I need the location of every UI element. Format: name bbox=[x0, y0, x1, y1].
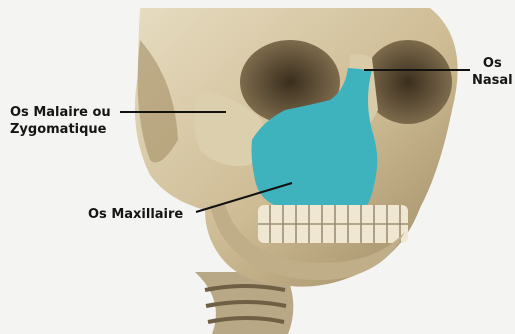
label-os-maxillaire: Os Maxillaire bbox=[88, 206, 183, 223]
label-os-nasal: Os Nasal bbox=[472, 55, 513, 89]
label-os-nasal-line2: Nasal bbox=[472, 72, 513, 89]
label-os-malaire-line2: Zygomatique bbox=[10, 121, 111, 138]
label-os-nasal-line1: Os bbox=[472, 55, 513, 72]
label-os-malaire: Os Malaire ou Zygomatique bbox=[10, 104, 111, 138]
label-os-malaire-line1: Os Malaire ou bbox=[10, 104, 111, 121]
teeth bbox=[258, 205, 408, 243]
